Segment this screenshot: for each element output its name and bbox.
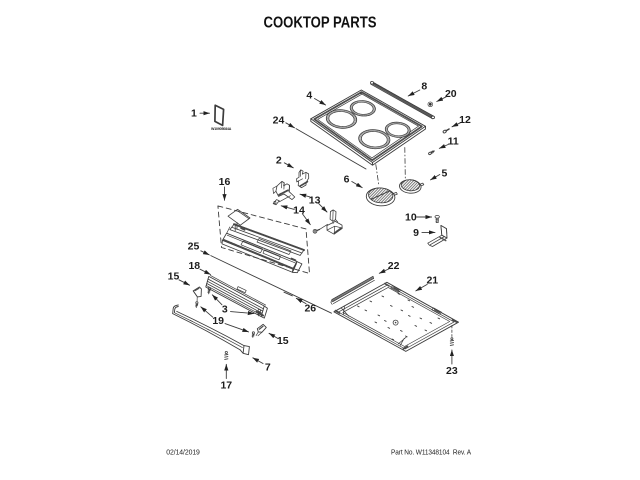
svg-text:14: 14 (293, 205, 305, 217)
svg-text:22: 22 (388, 260, 400, 272)
svg-text:16: 16 (219, 176, 231, 188)
svg-text:6: 6 (344, 174, 350, 186)
svg-text:02/14/2019: 02/14/2019 (166, 450, 200, 457)
svg-text:7: 7 (265, 362, 271, 374)
svg-text:13: 13 (309, 194, 321, 206)
svg-text:4: 4 (306, 90, 312, 102)
svg-text:23: 23 (446, 365, 458, 377)
svg-text:17: 17 (220, 380, 232, 392)
svg-text:8: 8 (421, 81, 427, 93)
svg-text:20: 20 (445, 88, 457, 100)
svg-text:W10905084A: W10905084A (211, 127, 232, 131)
svg-text:19: 19 (212, 315, 224, 327)
svg-text:3: 3 (222, 304, 228, 316)
svg-text:5: 5 (441, 167, 447, 179)
svg-text:11: 11 (448, 136, 459, 148)
svg-text:25: 25 (188, 241, 200, 253)
svg-text:2: 2 (276, 155, 282, 167)
svg-text:12: 12 (459, 114, 471, 126)
svg-text:Part No. W11348104 Rev. A: Part No. W11348104 Rev. A (391, 450, 471, 457)
svg-text:21: 21 (426, 275, 438, 287)
svg-text:15: 15 (277, 335, 289, 347)
svg-text:1: 1 (191, 108, 197, 120)
svg-text:10: 10 (405, 212, 417, 224)
svg-text:COOKTOP PARTS: COOKTOP PARTS (264, 15, 377, 32)
svg-text:15: 15 (168, 271, 180, 283)
svg-text:26: 26 (304, 303, 316, 315)
svg-text:24: 24 (273, 115, 285, 127)
svg-text:18: 18 (188, 260, 200, 272)
svg-text:9: 9 (413, 227, 419, 239)
